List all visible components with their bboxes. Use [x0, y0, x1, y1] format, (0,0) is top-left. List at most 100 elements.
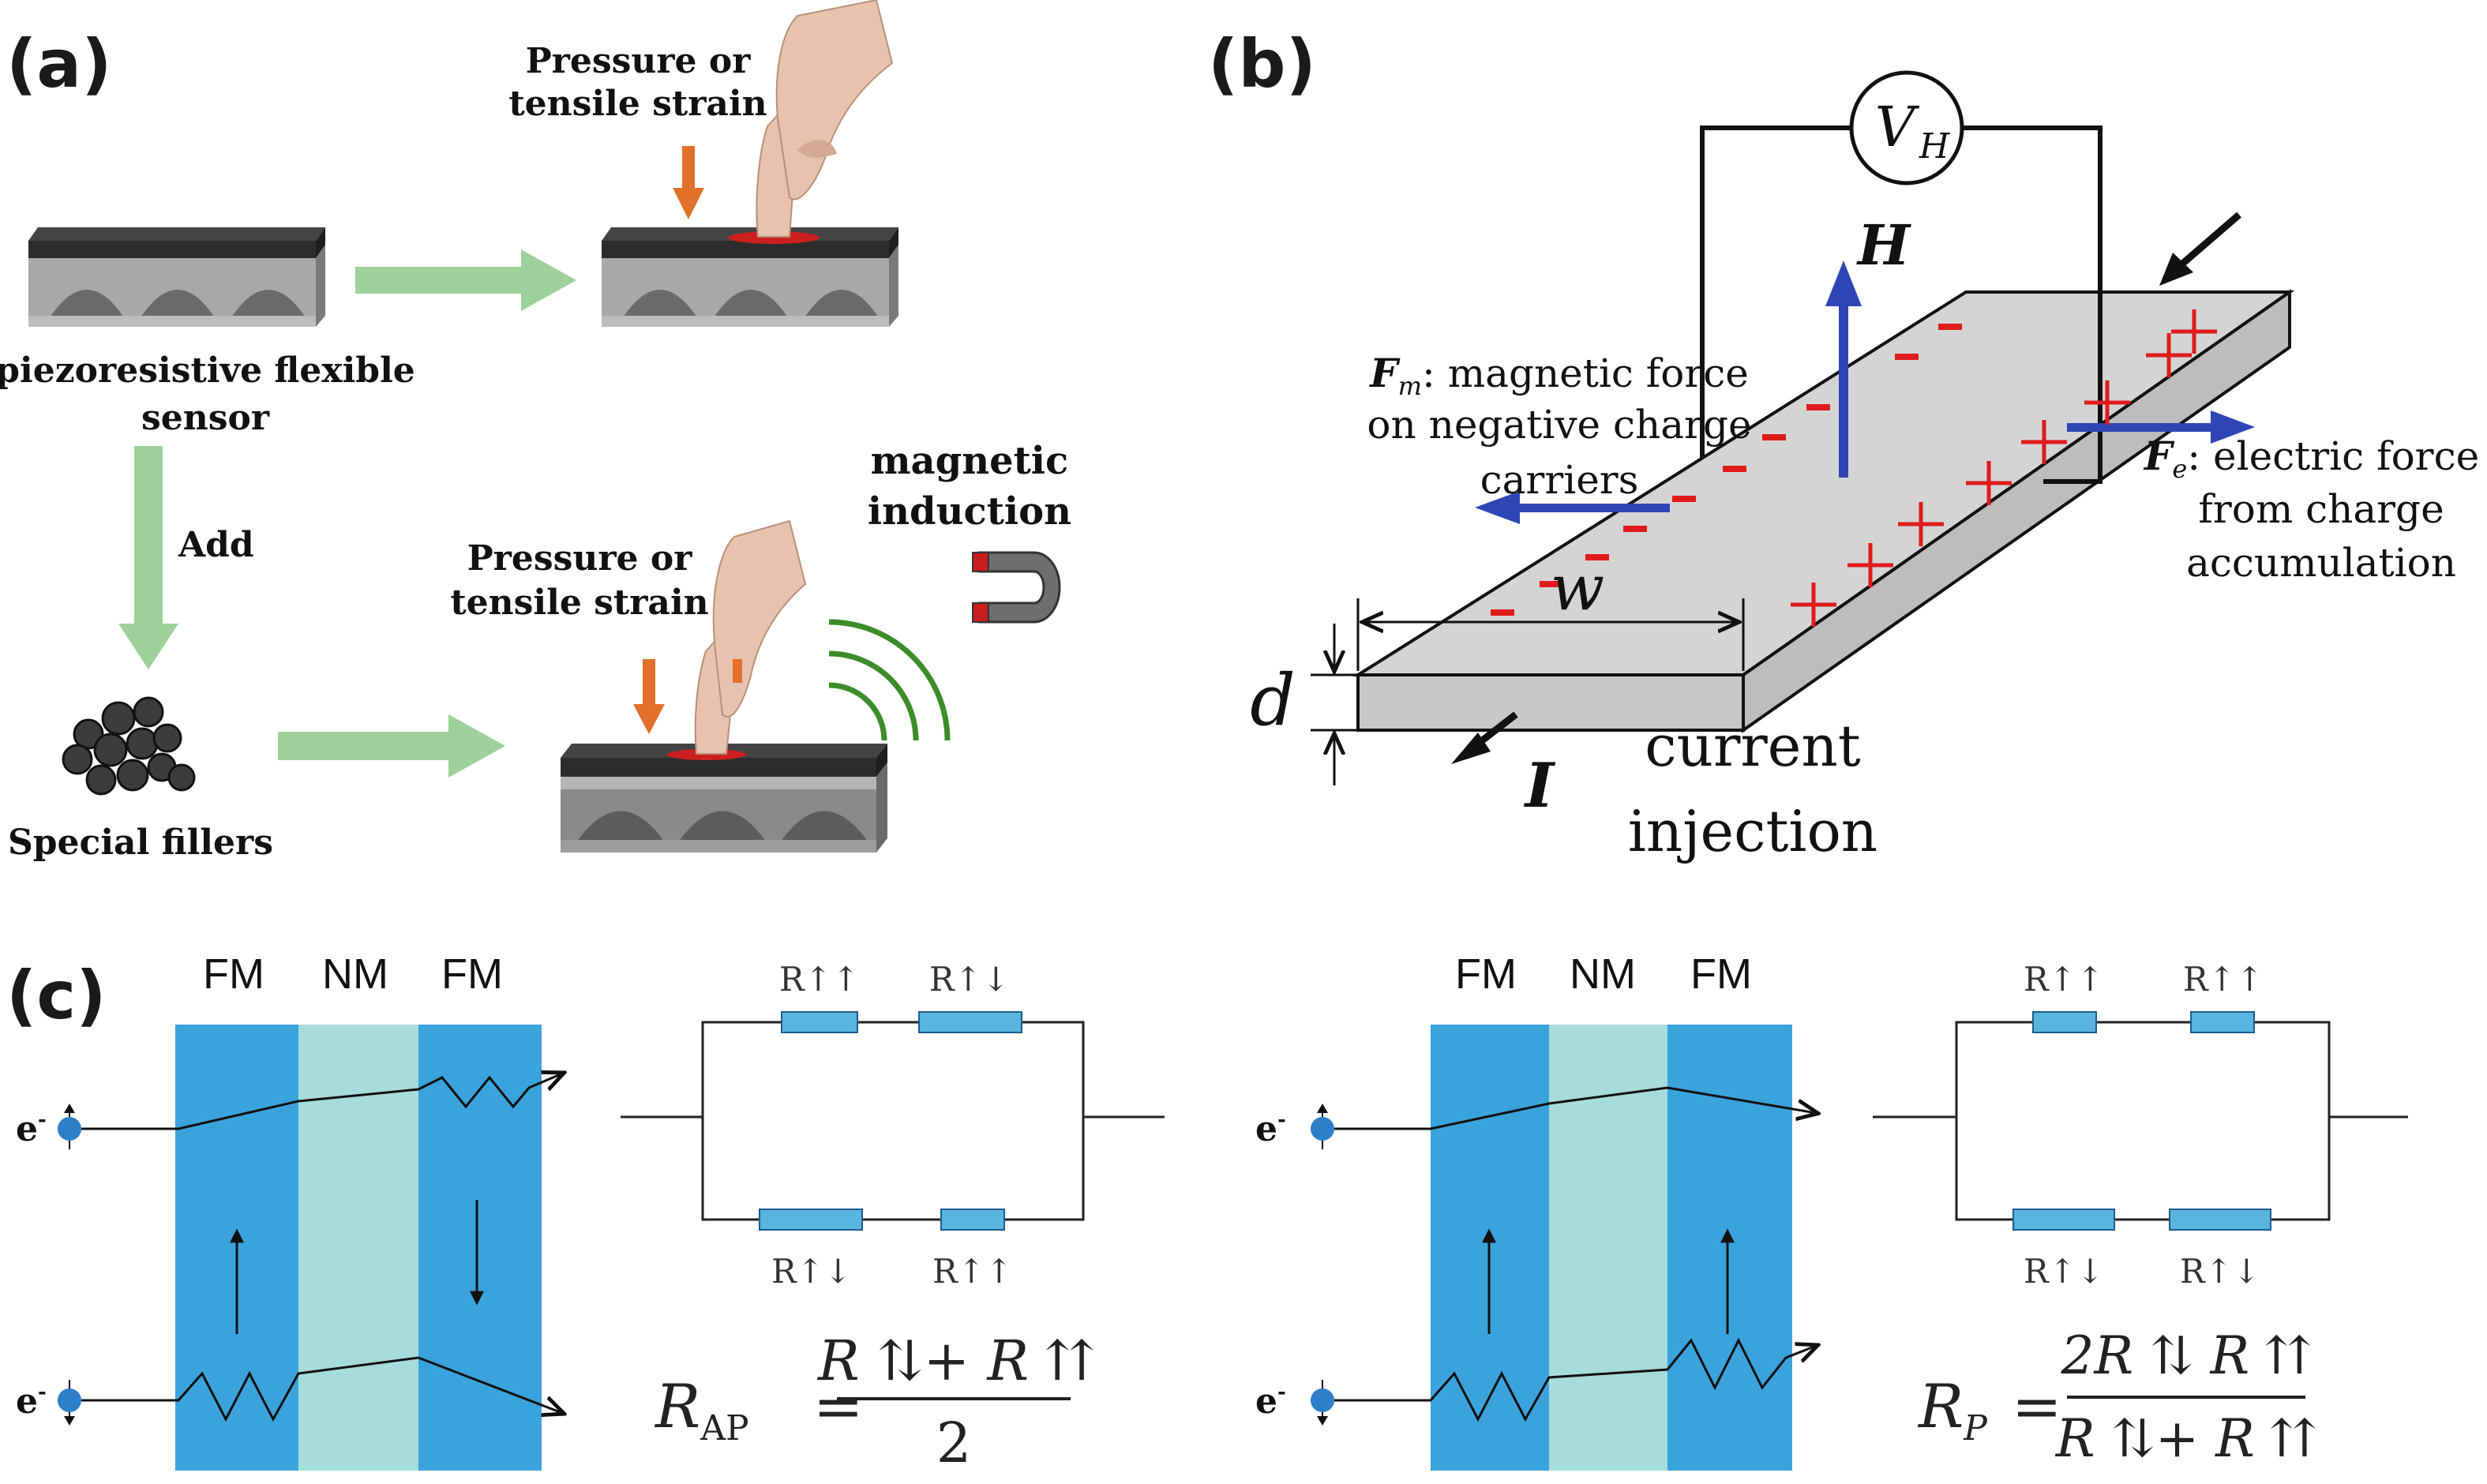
right-spin-valve: FM NM FM e- e- — [1255, 950, 1816, 1471]
magnetic-wave-icon — [828, 619, 951, 741]
voltmeter-wire — [1700, 126, 1851, 458]
current-arrow-front — [1451, 711, 1518, 764]
fe-label-line3: accumulation — [2186, 540, 2456, 586]
current-label-line2: injection — [1628, 798, 1877, 864]
green-arrow-bottom — [278, 714, 505, 778]
right-formula-eq: = — [2012, 1371, 2062, 1441]
right-electron-down: e- — [1255, 1380, 1334, 1426]
magnetic-label-line2: induction — [868, 489, 1071, 534]
pressure-label-bottom-line1: Pressure or — [467, 538, 693, 579]
left-resistor-bot-1 — [759, 1209, 863, 1231]
right-path-up — [1334, 1086, 1816, 1130]
fe-arrow — [2067, 410, 2255, 444]
pressure-label-bottom-line2: tensile strain — [450, 583, 708, 623]
right-r-bot-2-label: R↑↓ — [2180, 1252, 2260, 1291]
left-path-down — [81, 1356, 562, 1422]
current-symbol: I — [1524, 750, 1556, 822]
right-layer-fm1-label: FM — [1455, 950, 1517, 998]
left-r-bot-2-label: R↑↑ — [932, 1252, 1013, 1291]
sensor-block-top-right — [602, 227, 898, 327]
fm-label-line1: Fm: magnetic force — [1368, 350, 1749, 401]
left-formula-denominator: 2 — [936, 1411, 972, 1475]
green-arrow-top — [355, 249, 576, 311]
orange-arrow-bottom — [633, 659, 742, 734]
voltmeter-wire-right — [1962, 126, 2103, 484]
right-resistor-top-2 — [2190, 1011, 2255, 1033]
left-formula: RAP = R ⇅+ R ⇈ 2 — [654, 1328, 1093, 1475]
panel-label-a: (a) — [6, 25, 111, 103]
left-path-up — [81, 1074, 562, 1130]
right-resistor-network: R↑↑ R↑↑ R↑↓ R↑↓ — [1873, 960, 2408, 1291]
right-layer-fm2-label: FM — [1690, 950, 1752, 998]
panel-label-c: (c) — [6, 957, 107, 1034]
voltmeter-icon: V H — [1849, 70, 1964, 186]
sensor-block-top-left — [28, 227, 325, 327]
fm-label-line3: carriers — [1480, 457, 1639, 503]
left-resistor-bot-2 — [940, 1209, 1005, 1231]
panel-label-b: (b) — [1208, 25, 1316, 103]
left-resistor-network: R↑↑ R↑↓ R↑↓ R↑↑ — [621, 960, 1165, 1291]
left-formula-numerator: R ⇅+ R ⇈ — [816, 1328, 1093, 1393]
sensor-label-line2: sensor — [141, 398, 270, 438]
fm-arrow — [1475, 491, 1670, 524]
fe-label-line2: from charge — [2198, 486, 2444, 532]
thickness-label: d — [1250, 659, 1296, 742]
fe-label-line1: Fe: electric force — [2143, 433, 2479, 484]
panel-c: (c) FM NM FM e- e- — [6, 950, 2408, 1475]
width-dimension — [1356, 598, 1745, 671]
finger-icon-top — [756, 0, 894, 238]
right-r-top-2-label: R↑↑ — [2183, 960, 2264, 999]
sensor-block-bottom — [561, 744, 887, 853]
left-r-bot-1-label: R↑↓ — [771, 1252, 852, 1291]
left-electron-up-label: e- — [16, 1108, 47, 1149]
panel-a: (a) Pressure or ten — [0, 0, 1071, 863]
current-arrow-back — [2159, 212, 2241, 286]
magnetic-label-line1: magnetic — [871, 439, 1069, 483]
right-electron-up-label: e- — [1255, 1108, 1286, 1149]
left-layer-fm2-label: FM — [441, 950, 503, 998]
voltmeter-subscript: H — [1919, 126, 1951, 167]
left-electron-up: e- — [16, 1104, 81, 1149]
finger-icon-bottom — [694, 519, 807, 755]
left-resistor-top-2 — [918, 1011, 1022, 1033]
fm-label-line2: on negative charge — [1367, 402, 1751, 448]
voltmeter-label: V — [1875, 95, 1920, 159]
left-layer-fm1-label: FM — [203, 950, 264, 998]
green-arrow-down — [118, 446, 178, 669]
panel-b: (b) V H H Fm: magnetic force on negative… — [1208, 25, 2479, 864]
left-formula-lhs: RAP — [654, 1371, 749, 1448]
right-r-bot-1-label: R↑↓ — [2024, 1252, 2104, 1291]
pressure-label-top-line2: tensile strain — [508, 84, 767, 124]
width-label: w — [1551, 551, 1604, 624]
thickness-dimension — [1311, 624, 1358, 785]
left-r-top-2-label: R↑↓ — [929, 960, 1010, 999]
fillers-label: Special fillers — [8, 823, 273, 863]
special-fillers-icon — [62, 696, 196, 796]
right-formula-numerator: 2R ⇅ R ⇈ — [2061, 1325, 2311, 1386]
positive-charges — [1791, 309, 2217, 627]
right-resistor-top-1 — [2032, 1011, 2097, 1033]
right-formula: RP = 2R ⇅ R ⇈ R ⇅+ R ⇈ — [1917, 1325, 2316, 1469]
left-electron-down-label: e- — [16, 1381, 47, 1422]
left-spin-valve: FM NM FM e- e- — [16, 950, 562, 1471]
left-electron-down: e- — [16, 1380, 81, 1426]
pressure-label-top-line1: Pressure or — [526, 41, 752, 81]
right-formula-lhs: RP — [1917, 1371, 1988, 1448]
sensor-label-line1: piezoresistive flexible — [0, 350, 415, 391]
left-layer-nm-label: NM — [322, 950, 388, 998]
right-formula-denominator: R ⇅+ R ⇈ — [2055, 1408, 2316, 1469]
current-label-line1: current — [1645, 713, 1861, 779]
right-layer-nm-label: NM — [1570, 950, 1636, 998]
magnet-icon — [972, 551, 1061, 624]
add-label: Add — [178, 525, 254, 565]
right-nm-layer — [1549, 1025, 1667, 1471]
right-path-down — [1334, 1337, 1816, 1422]
left-r-top-1-label: R↑↑ — [779, 960, 860, 999]
right-resistor-bot-1 — [2012, 1209, 2115, 1231]
right-resistor-bot-2 — [2169, 1209, 2271, 1231]
orange-arrow-top — [673, 146, 704, 219]
right-electron-down-label: e- — [1255, 1381, 1286, 1422]
left-formula-eq: = — [813, 1371, 864, 1441]
left-fm-layer-2 — [418, 1025, 542, 1471]
